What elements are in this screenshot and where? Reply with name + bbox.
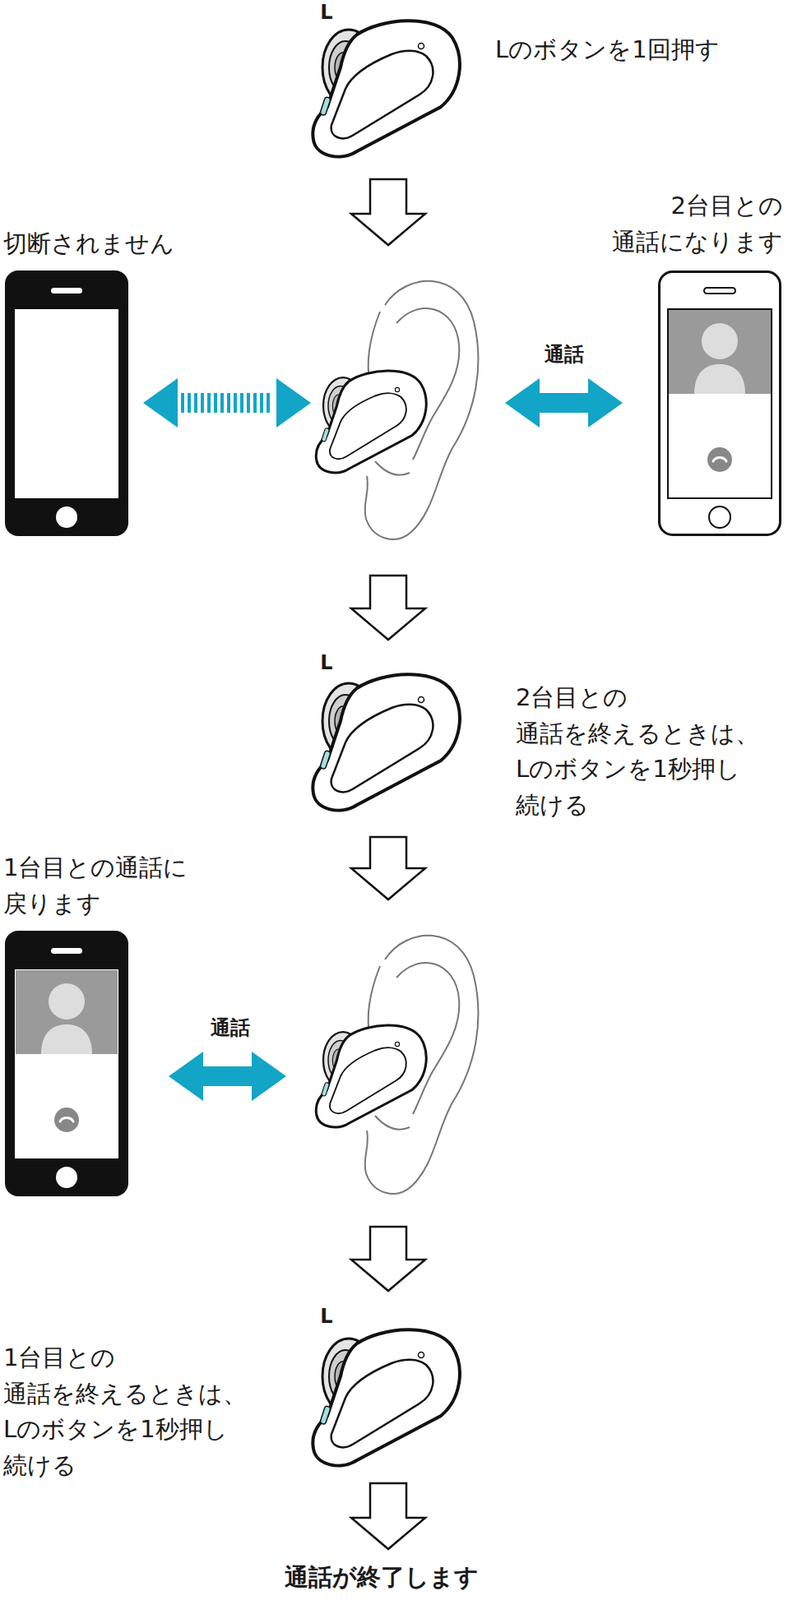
instruction-text: 切断されません bbox=[3, 226, 175, 263]
flow-arrow bbox=[351, 837, 426, 900]
illustration-part bbox=[180, 393, 185, 413]
arrow-label: 通話 bbox=[210, 1017, 251, 1039]
illustration-part bbox=[315, 370, 427, 473]
earbud-step: L1台目との 通話を終えるときは、 Lのボタンを1秒押し 続ける bbox=[305, 1325, 463, 1470]
result-text: 通話が終了します bbox=[284, 1562, 479, 1593]
illustration-part bbox=[312, 674, 460, 811]
flow-arrow bbox=[351, 575, 426, 640]
illustration-part bbox=[312, 1330, 460, 1466]
call-arrow bbox=[505, 378, 623, 428]
illustration-part bbox=[207, 393, 211, 413]
flow-arrow bbox=[351, 1483, 426, 1550]
side-label: L bbox=[319, 1306, 333, 1328]
phone: 1台目との通話に 戻ります bbox=[4, 931, 129, 1197]
illustration-part bbox=[4, 931, 129, 1197]
illustration-part bbox=[187, 393, 191, 413]
illustration-part bbox=[15, 970, 118, 1133]
call-arrow bbox=[168, 1052, 287, 1102]
illustration-part bbox=[4, 270, 129, 537]
instruction-text: 2台目との 通話を終えるときは、 Lのボタンを1秒押し 続ける bbox=[515, 680, 760, 824]
illustration-part bbox=[227, 393, 231, 413]
illustration-part bbox=[200, 393, 204, 413]
flow-arrow bbox=[351, 179, 426, 246]
side-label: L bbox=[319, 1, 333, 24]
flow-arrow bbox=[351, 1227, 426, 1292]
instruction-text: Lのボタンを1回押す bbox=[495, 32, 720, 69]
illustration-part bbox=[659, 272, 781, 536]
illustration-part bbox=[143, 179, 623, 1550]
illustration-part bbox=[213, 393, 218, 413]
illustration-part bbox=[315, 1025, 427, 1128]
instruction-text: 2台目との 通話になります bbox=[611, 188, 784, 260]
illustration-part bbox=[312, 20, 460, 157]
earbud-step: L2台目との 通話を終えるときは、 Lのボタンを1秒押し 続ける bbox=[305, 670, 463, 815]
phone: 2台目との 通話になります bbox=[658, 270, 782, 537]
illustration-part bbox=[315, 1025, 427, 1128]
illustration-part bbox=[194, 393, 198, 413]
earbud-step: LLのボタンを1回押す bbox=[305, 16, 463, 161]
illustration-part bbox=[143, 378, 178, 428]
standby-link-arrow bbox=[143, 378, 311, 428]
illustration-part bbox=[315, 370, 427, 473]
side-label: L bbox=[319, 652, 333, 674]
illustration-part bbox=[233, 393, 237, 413]
illustration-part bbox=[259, 393, 264, 413]
illustration-part bbox=[505, 378, 623, 428]
illustration-part bbox=[168, 1052, 287, 1102]
instruction-text: 1台目との 通話を終えるときは、 Lのボタンを1秒押し 続ける bbox=[3, 1340, 247, 1484]
illustration-part bbox=[266, 393, 270, 413]
illustration-part bbox=[246, 393, 251, 413]
illustration-part bbox=[276, 378, 311, 428]
arrow-label: 通話 bbox=[544, 343, 585, 366]
illustration-part bbox=[668, 310, 771, 473]
phone: 切断されません bbox=[4, 270, 129, 537]
instruction-text: 1台目との通話に 戻ります bbox=[3, 850, 188, 923]
illustration-part bbox=[253, 393, 257, 413]
illustration-part bbox=[220, 393, 224, 413]
illustration-part bbox=[240, 393, 244, 413]
